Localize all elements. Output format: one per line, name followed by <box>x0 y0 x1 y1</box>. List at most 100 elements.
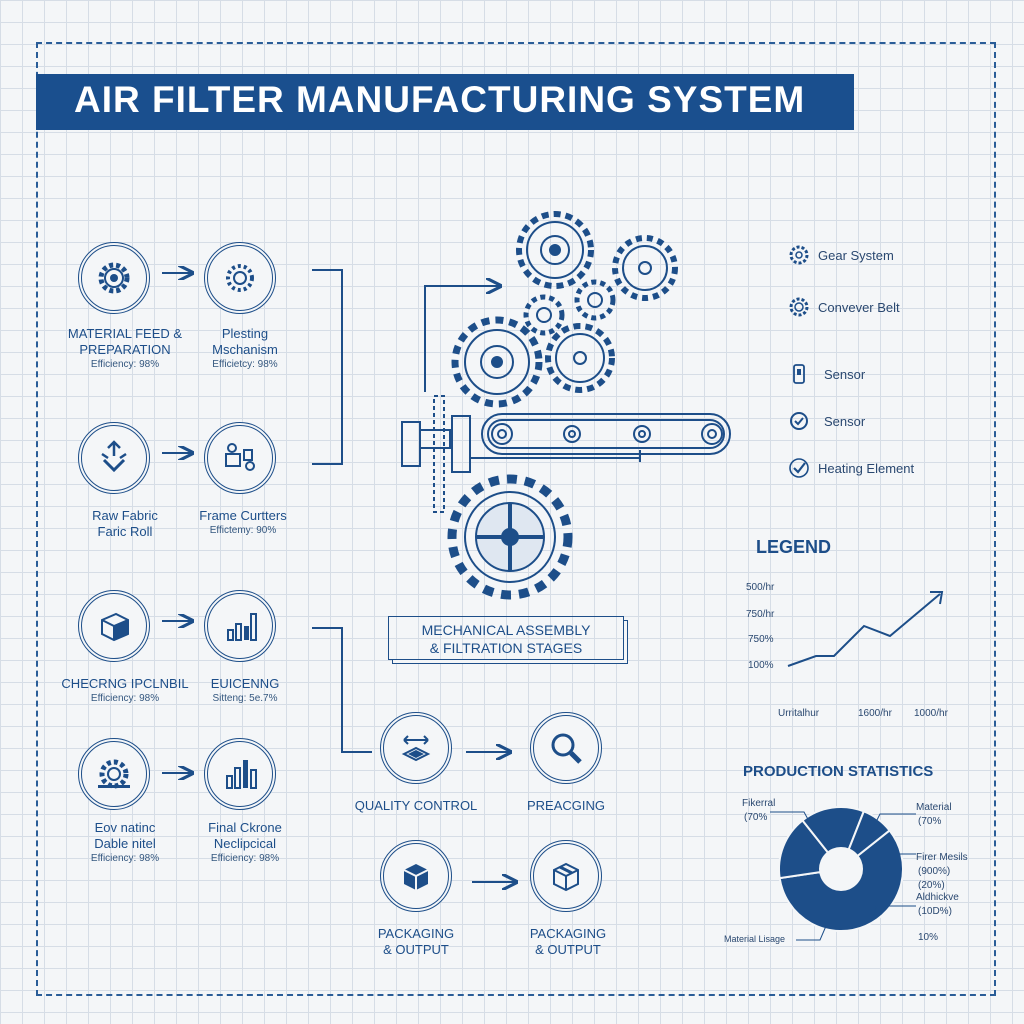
x-tick-label: Urritalhur <box>778 708 820 719</box>
donut-slice-3 <box>801 806 866 871</box>
slice-label: Aldhickve <box>916 892 959 903</box>
node-label: CHECRNG IPCLNBIL Efficiency: 98% <box>55 676 195 705</box>
label-line: Frame Curtters <box>199 508 287 523</box>
label-line: EUICENNG <box>210 676 280 691</box>
node-label: Final Ckrone Neclipcical Efficiency: 98% <box>180 820 310 865</box>
quality-control-node[interactable] <box>380 712 452 784</box>
efficiency-text: Efficiency: 98% <box>90 693 160 704</box>
arrow-icon <box>162 266 196 280</box>
assembly-stage-label: MECHANICAL ASSEMBLY & FILTRATION STAGES <box>388 616 624 660</box>
gear-mid-left <box>451 316 543 408</box>
node-label: QUALITY CONTROL <box>348 798 484 814</box>
legend-item-heating: Heating Element <box>788 457 914 479</box>
gear-small-b <box>574 279 616 321</box>
node-label: EUICENNG Sitteng: 5e.7% <box>180 676 310 705</box>
node-label: Raw Fabric Faric Roll <box>60 508 190 540</box>
checking-node[interactable] <box>78 590 150 662</box>
environment-node[interactable] <box>78 738 150 810</box>
bracket-connector <box>312 627 372 753</box>
legend-item-sensor: Sensor <box>788 363 865 385</box>
flow-arrow <box>424 286 500 392</box>
slice-percent: (20%) <box>918 880 945 891</box>
fabric-roll-icon <box>101 440 127 473</box>
label-line: & FILTRATION STAGES <box>429 640 583 656</box>
label-line: Raw Fabric <box>92 508 158 523</box>
slice-percent: (70% <box>744 812 767 823</box>
stats-heading: PRODUCTION STATISTICS <box>743 763 934 780</box>
gear-mid-right <box>545 323 615 393</box>
page-title: AIR FILTER MANUFACTURING SYSTEM <box>74 79 806 120</box>
sizing-node[interactable] <box>204 590 276 662</box>
node-label: Frame Curtters Effictemy: 90% <box>178 508 308 537</box>
arrow-icon <box>162 614 196 628</box>
gear-top-right <box>612 235 678 301</box>
node-label: MATERIAL FEED & PREPARATION Efficiency: … <box>60 326 190 371</box>
efficiency-text: Efficietcy: 98% <box>212 359 278 370</box>
chart-caption: Material Lisage <box>724 934 785 944</box>
leader-line <box>770 811 817 835</box>
legend-label: Heating Element <box>818 460 915 476</box>
label-line: Plesting <box>221 326 269 341</box>
bracket-connector <box>312 269 343 465</box>
gear-small-a <box>523 294 565 336</box>
legend-item-gear: Gear System <box>788 244 894 266</box>
efficiency-text: Effictemy: 90% <box>209 525 277 536</box>
label-line: & OUTPUT <box>535 942 601 957</box>
arrow-icon <box>162 446 196 460</box>
label-line: PREACGING <box>526 798 605 813</box>
label-line: MECHANICAL ASSEMBLY <box>421 622 591 638</box>
title-banner: AIR FILTER MANUFACTURING SYSTEM <box>36 74 854 130</box>
label-line: PACKAGING <box>377 926 455 941</box>
material-feed-node[interactable] <box>78 242 150 314</box>
inspection-node[interactable] <box>530 712 602 784</box>
leader-line <box>873 813 916 827</box>
label-line: & OUTPUT <box>383 942 449 957</box>
conveyor-belt <box>481 413 731 455</box>
legend-heading: LEGEND <box>756 537 832 557</box>
pleating-node[interactable] <box>204 242 276 314</box>
y-tick-label: 500/hr <box>746 582 775 593</box>
gear-icon <box>98 262 130 294</box>
node-label: PACKAGING & OUTPUT <box>500 926 636 958</box>
frame-cutter-node[interactable] <box>204 422 276 494</box>
leader-line <box>796 925 827 941</box>
sensor-dial-icon <box>790 412 808 430</box>
final-check-node[interactable] <box>204 738 276 810</box>
output-node[interactable] <box>530 840 602 912</box>
legend-label: Gear System <box>818 247 894 263</box>
machine-icon <box>225 443 255 471</box>
efficiency-text: Sitteng: 5e.7% <box>212 693 278 704</box>
label-line: Final Ckrone <box>208 820 282 835</box>
gear-icon <box>98 759 130 789</box>
efficiency-text: Efficiency: 98% <box>90 853 160 864</box>
y-tick-label: 100% <box>748 660 774 671</box>
x-tick-label: 1600/hr <box>858 708 893 719</box>
label-line: CHECRNG IPCLNBIL <box>61 676 189 691</box>
slice-percent: 10% <box>918 932 938 943</box>
bar-chart-icon <box>226 760 257 789</box>
slice-label: Firer Mesils <box>916 852 968 863</box>
package-icon <box>403 864 429 890</box>
mechanical-assembly-drawing <box>401 211 731 600</box>
node-label: Plesting Mschanism Efficietcy: 98% <box>180 326 310 371</box>
trend-line <box>787 593 941 667</box>
leader-line <box>873 905 916 917</box>
slice-percent: (900%) <box>918 866 950 877</box>
packaging-node[interactable] <box>380 840 452 912</box>
label-line: Mschanism <box>212 342 278 357</box>
donut-hole <box>819 847 863 891</box>
y-tick-label: 750/hr <box>746 609 775 620</box>
slice-percent: (10D%) <box>918 906 952 917</box>
label-line: PACKAGING <box>529 926 607 941</box>
sensor-icon <box>793 364 805 384</box>
slice-label: Fikerral <box>742 798 775 809</box>
gear-large-top <box>516 211 594 289</box>
legend-item-sensor-dial: Sensor <box>788 410 865 432</box>
raw-fabric-node[interactable] <box>78 422 150 494</box>
slice-label: Material <box>916 802 952 813</box>
legend-label: Convever Belt <box>818 299 900 315</box>
box-icon <box>101 612 129 642</box>
chain-mechanism <box>401 395 641 513</box>
node-label: Eov natinc Dable nitel Efficiency: 98% <box>60 820 190 865</box>
